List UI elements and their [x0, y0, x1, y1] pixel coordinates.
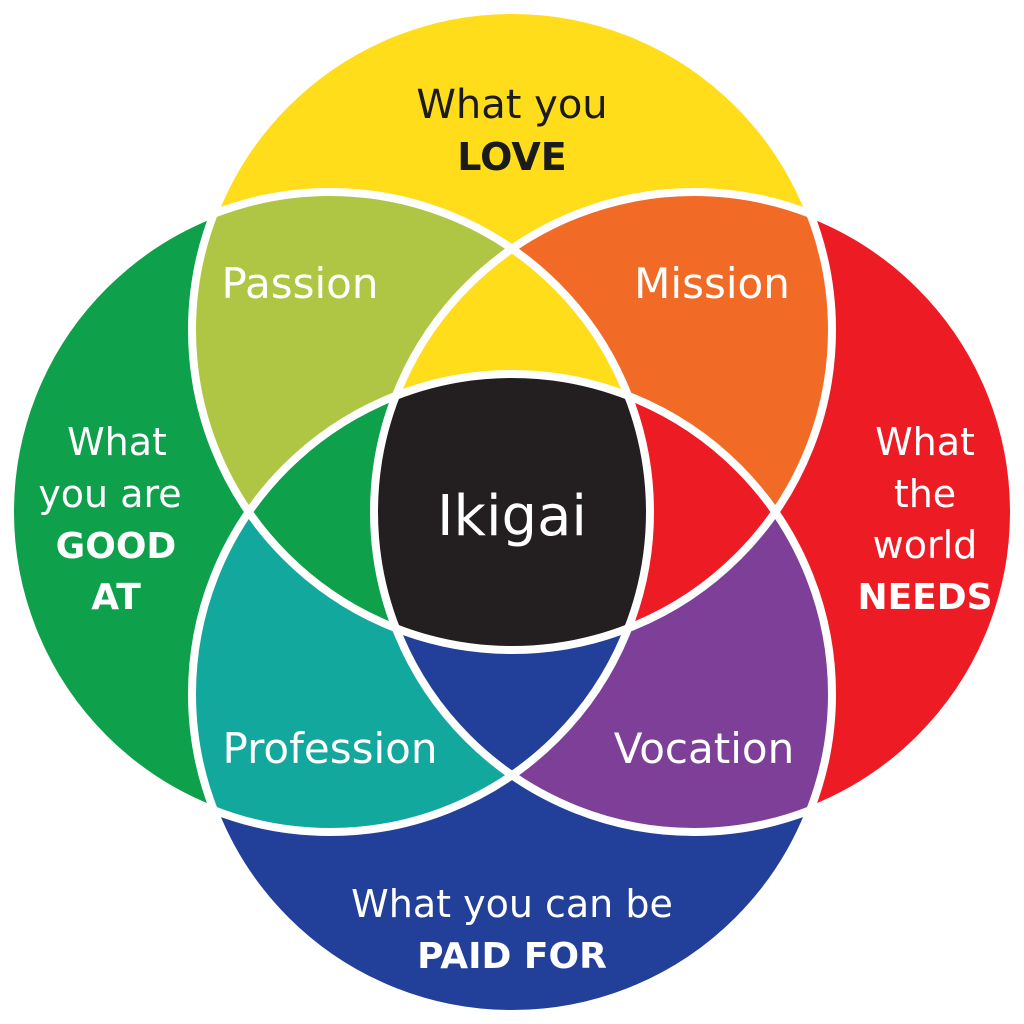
needs-label-line3: world [873, 523, 978, 567]
needs-label-line4: NEEDS [857, 577, 992, 618]
good-at-label-line1: What [67, 420, 167, 464]
profession-label: Profession [222, 724, 437, 773]
love-label-line1: What you [416, 82, 607, 128]
good-at-label-line2: you are [38, 472, 181, 516]
region-triple-bottom [374, 374, 650, 832]
vocation-label: Vocation [614, 724, 794, 773]
needs-label-line1: What [875, 420, 975, 464]
needs-label-line2: the [894, 472, 956, 516]
circle-outlines [6, 6, 1018, 1018]
region-triple-right [374, 374, 832, 650]
mission-label: Mission [634, 259, 790, 308]
region-triple-left [192, 374, 650, 650]
ikigai-label: Ikigai [437, 484, 587, 549]
outline-left [6, 188, 654, 836]
outline-right [370, 188, 1018, 836]
good-at-label-line4: AT [91, 577, 141, 618]
paid-label-line2: PAID FOR [417, 936, 607, 977]
love-label-line2: LOVE [457, 135, 567, 179]
paid-label-line1: What you can be [351, 882, 673, 926]
outline-bottom [188, 370, 836, 1018]
passion-label: Passion [222, 259, 379, 308]
outline-top [188, 6, 836, 654]
region-triple-top [374, 192, 650, 650]
good-at-label-line3: GOOD [56, 526, 177, 567]
